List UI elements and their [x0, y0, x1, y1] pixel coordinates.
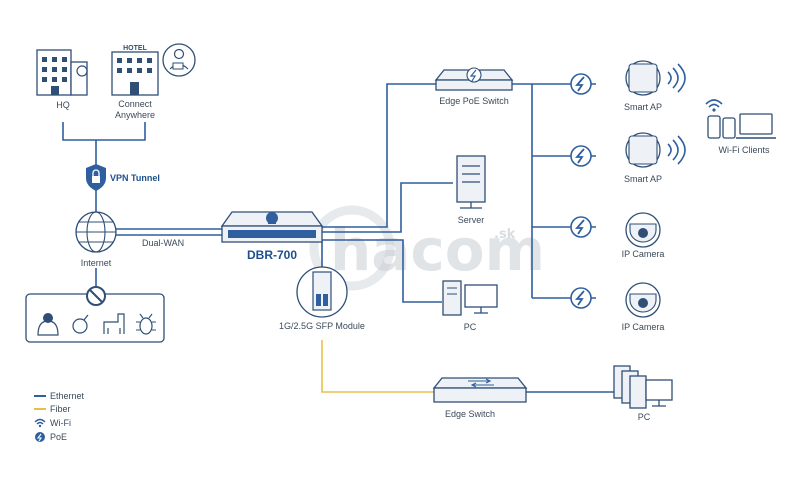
- dual-wan-label: Dual-WAN: [142, 238, 184, 248]
- router-to-server-link: [318, 182, 453, 233]
- watermark-suffix: .sk: [494, 227, 516, 242]
- legend: Ethernet Fiber Wi-Fi PoE: [34, 391, 85, 442]
- pc-label: PC: [464, 322, 477, 332]
- legend-poe-label: PoE: [50, 432, 67, 442]
- edge-switch-label: Edge Switch: [445, 409, 495, 419]
- connect-anywhere-label-line2: Anywhere: [115, 110, 155, 120]
- poe-bolt-icon-1: [570, 73, 592, 95]
- pc-icon: [442, 280, 498, 316]
- legend-item-wifi: Wi-Fi: [34, 418, 71, 428]
- vpn-shield-icon: [86, 164, 106, 191]
- poe-bolt-icon-2: [570, 145, 592, 167]
- smart-ap-2-label: Smart AP: [624, 174, 662, 184]
- legend-fiber-label: Fiber: [50, 404, 71, 414]
- hq-building-icon: [36, 49, 88, 96]
- router-to-poe-switch-link: [318, 83, 437, 228]
- internet-label: Internet: [81, 258, 112, 268]
- pc-group-icon: [613, 365, 673, 409]
- edge-switch-icon: [432, 377, 528, 403]
- smart-ap-icon-1: [625, 60, 686, 96]
- ip-camera-2-label: IP Camera: [622, 322, 665, 332]
- smart-ap-icon-2: [625, 132, 686, 168]
- router-to-pc-link: [318, 239, 442, 303]
- wifi-clients-label: Wi-Fi Clients: [719, 145, 770, 155]
- connect-anywhere-label-line1: Connect: [118, 99, 152, 109]
- sfp-module-icon: [296, 266, 348, 318]
- trojan-horse-icon: [103, 313, 125, 334]
- poe-bolts: [570, 73, 592, 309]
- threat-blocking-group: [25, 268, 165, 343]
- legend-wifi-icon: [34, 418, 46, 425]
- pc-group-label: PC: [638, 412, 651, 422]
- wifi-clients-icon: [705, 99, 776, 139]
- bug-icon: [136, 313, 156, 335]
- server-label: Server: [458, 215, 485, 225]
- legend-poe-icon: [35, 432, 45, 442]
- legend-item-poe: PoE: [35, 432, 67, 442]
- router-label: DBR-700: [247, 248, 297, 262]
- watermark: hacom .sk: [309, 205, 545, 291]
- ip-camera-icon-2: [625, 282, 661, 318]
- edge-poe-switch-label: Edge PoE Switch: [439, 96, 509, 106]
- edge-poe-switch-icon: [434, 67, 514, 91]
- legend-wifi-label: Wi-Fi: [50, 418, 71, 428]
- ip-camera-1-label: IP Camera: [622, 249, 665, 259]
- sfp-module-label: 1G/2.5G SFP Module: [279, 321, 365, 331]
- bomb-icon: [72, 314, 89, 334]
- hotel-building-icon: HOTEL: [111, 45, 159, 96]
- hq-label: HQ: [56, 100, 70, 110]
- poe-bolt-icon-4: [570, 287, 592, 309]
- hq-remote-bracket: [62, 122, 146, 141]
- dbr-700-router-icon: [220, 211, 324, 243]
- legend-item-ethernet: Ethernet: [34, 391, 85, 401]
- poe-bolt-icon-3: [570, 216, 592, 238]
- hotel-sign: HOTEL: [123, 45, 147, 52]
- server-icon: [456, 155, 486, 209]
- sfp-to-edge-switch-fiber: [321, 340, 434, 393]
- remote-user-icon: [162, 43, 196, 77]
- vpn-tunnel-label: VPN Tunnel: [110, 173, 160, 183]
- internet-globe-icon: [75, 211, 117, 253]
- fiber-links: [321, 340, 434, 393]
- ethernet-links: [62, 83, 614, 393]
- legend-ethernet-label: Ethernet: [50, 391, 85, 401]
- smart-ap-1-label: Smart AP: [624, 102, 662, 112]
- ip-camera-icon-1: [625, 212, 661, 248]
- hacker-icon: [37, 313, 59, 336]
- legend-item-fiber: Fiber: [34, 404, 71, 414]
